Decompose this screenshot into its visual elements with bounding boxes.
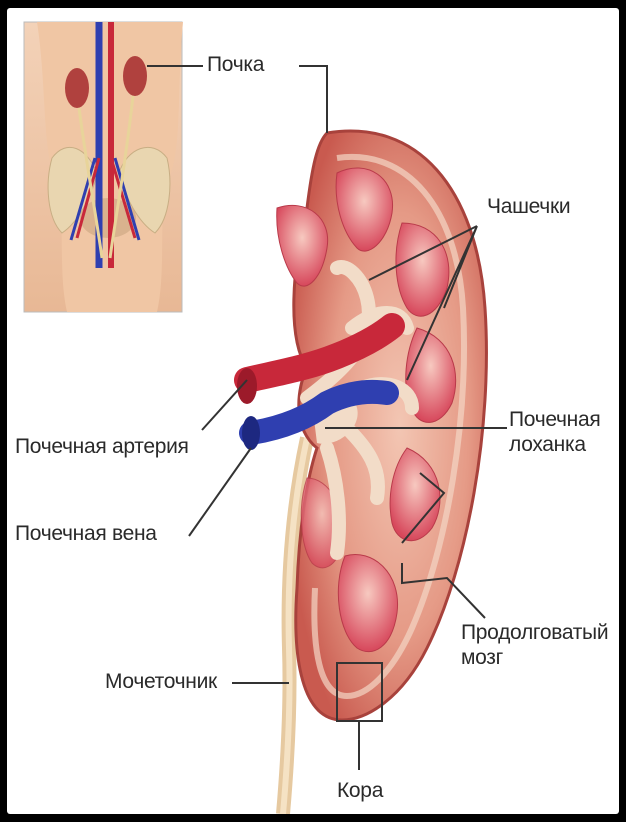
renal-vein-leader — [189, 448, 251, 536]
label-renal-vein: Почечная вена — [15, 521, 157, 546]
inset-right-kidney — [123, 56, 147, 96]
label-renal-artery: Почечная артерия — [15, 434, 189, 459]
label-ureter: Мочеточник — [105, 669, 217, 694]
label-medulla: Продолговатый мозг — [461, 620, 608, 670]
label-renal-pelvis-line2: лоханка — [509, 432, 600, 457]
label-medulla-line2: мозг — [461, 645, 608, 670]
label-cortex: Кора — [337, 778, 383, 803]
label-kidney: Почка — [207, 52, 264, 77]
diagram-panel: Почка Чашечки Почечная артерия Почечная … — [7, 8, 619, 814]
label-renal-pelvis: Почечная лоханка — [509, 407, 600, 457]
label-renal-pelvis-line1: Почечная — [509, 407, 600, 432]
label-medulla-line1: Продолговатый — [461, 620, 608, 645]
renal-artery-leader — [202, 380, 247, 430]
kidney-leader — [299, 66, 327, 133]
label-calyces: Чашечки — [487, 194, 570, 219]
inset-left-kidney — [65, 68, 89, 108]
